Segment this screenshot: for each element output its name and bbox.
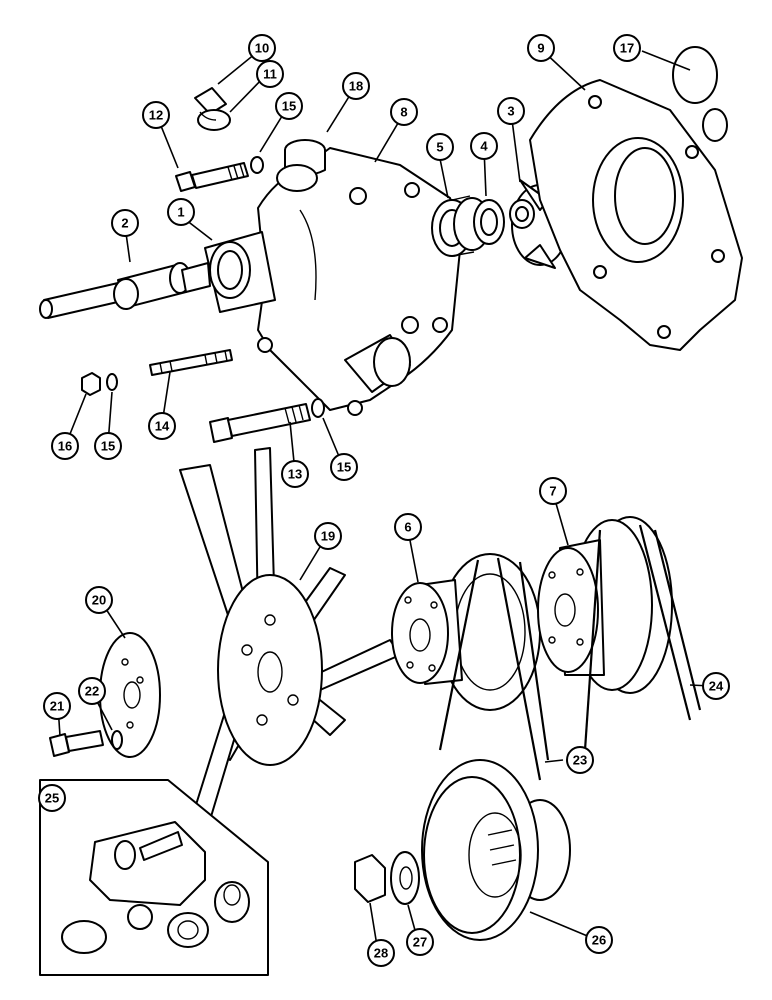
callout-15-left: 15: [94, 432, 122, 460]
callout-label: 16: [58, 439, 72, 454]
callout-label: 24: [709, 679, 724, 694]
part-washer-22: [111, 730, 123, 750]
callout-15-mid: 15: [330, 453, 358, 481]
part-washer-15-left: [106, 373, 118, 391]
callout-label: 20: [92, 593, 106, 608]
part-pulley-7: [537, 516, 673, 694]
callout-label: 23: [573, 753, 587, 768]
part-washer-27: [390, 851, 420, 905]
callout-label: 14: [155, 419, 170, 434]
callout-17: 17: [613, 34, 641, 62]
callout-22: 22: [78, 677, 106, 705]
callout-label: 2: [121, 216, 128, 231]
callout-label: 15: [282, 99, 296, 114]
callout-14: 14: [148, 412, 176, 440]
callout-label: 17: [620, 41, 634, 56]
callout-21: 21: [43, 692, 71, 720]
callout-label: 21: [50, 699, 64, 714]
part-bolt-21: [49, 730, 104, 757]
callout-label: 25: [45, 791, 59, 806]
callout-label: 15: [101, 439, 115, 454]
callout-label: 5: [436, 140, 443, 155]
callout-label: 18: [349, 79, 363, 94]
callout-2: 2: [111, 209, 139, 237]
part-belts: [438, 524, 702, 781]
callout-1: 1: [167, 198, 195, 226]
callout-3: 3: [497, 97, 525, 125]
part-o-ring: [672, 46, 718, 104]
callout-8: 8: [390, 98, 418, 126]
callout-label: 6: [404, 520, 411, 535]
leader-lines: [57, 48, 712, 953]
callout-label: 1: [177, 205, 184, 220]
callout-28: 28: [367, 939, 395, 967]
callout-6: 6: [394, 513, 422, 541]
callout-25: 25: [38, 784, 66, 812]
callout-27: 27: [406, 928, 434, 956]
part-bolt-12: [175, 162, 249, 192]
callout-label: 12: [149, 108, 163, 123]
callout-20: 20: [85, 586, 113, 614]
part-bolt-13: [209, 403, 311, 443]
callout-24: 24: [702, 672, 730, 700]
callout-label: 10: [255, 41, 269, 56]
callout-5: 5: [426, 133, 454, 161]
callout-label: 28: [374, 946, 388, 961]
callout-label: 9: [537, 41, 544, 56]
callout-18: 18: [342, 72, 370, 100]
callout-26: 26: [585, 926, 613, 954]
callout-4: 4: [470, 132, 498, 160]
part-crank-pulley: [421, 759, 571, 941]
callout-12: 12: [142, 101, 170, 129]
callout-label: 4: [480, 139, 488, 154]
part-shaft-bearing: [39, 262, 211, 319]
part-washer-15-mid: [311, 398, 325, 418]
callout-9: 9: [527, 34, 555, 62]
callout-19: 19: [314, 522, 342, 550]
part-backing-plate: [529, 79, 743, 351]
callout-23: 23: [566, 746, 594, 774]
part-nut-28: [354, 854, 386, 903]
callout-13: 13: [281, 460, 309, 488]
callout-11: 11: [256, 60, 284, 88]
part-washer-15-top: [250, 156, 264, 174]
part-nut-16: [81, 372, 101, 396]
callout-label: 15: [337, 460, 351, 475]
part-pump-housing: [204, 139, 463, 416]
part-fan: [179, 447, 401, 821]
callout-label: 7: [549, 484, 556, 499]
callout-label: 8: [400, 105, 407, 120]
callout-16: 16: [51, 432, 79, 460]
callout-10: 10: [248, 34, 276, 62]
callout-label: 19: [321, 529, 335, 544]
callout-label: 3: [507, 104, 514, 119]
part-pulley-6: [391, 553, 541, 711]
callout-label: 22: [85, 684, 99, 699]
part-plug: [194, 87, 231, 131]
callout-label: 27: [413, 935, 427, 950]
part-stud: [149, 349, 233, 376]
callout-label: 13: [288, 467, 302, 482]
part-spacer-plate: [99, 632, 161, 758]
callout-7: 7: [539, 477, 567, 505]
callout-label: 11: [263, 67, 277, 82]
callout-label: 26: [592, 933, 606, 948]
callout-15-top: 15: [275, 92, 303, 120]
seal-kit-box: [39, 779, 269, 976]
part-ring-seal: [473, 199, 505, 245]
